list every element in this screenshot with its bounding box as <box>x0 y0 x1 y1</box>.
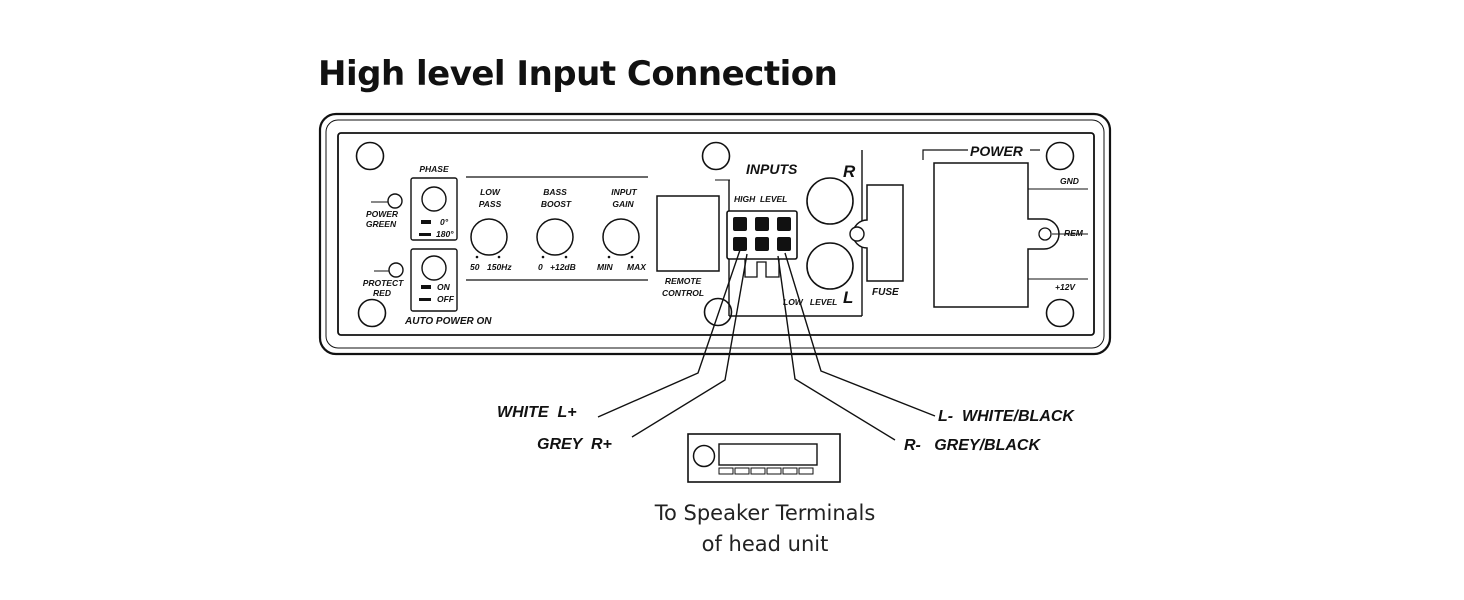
phase-label: PHASE <box>419 164 449 174</box>
input-gain-knob <box>602 218 640 256</box>
power-led <box>387 193 403 209</box>
phase-knob <box>421 186 447 212</box>
caption-line-2: of head unit <box>701 532 829 556</box>
power-led-label-1: POWER <box>366 209 399 219</box>
pin-2 <box>755 217 769 231</box>
screw-bottom-mid <box>703 297 733 327</box>
inputs-label: INPUTS <box>746 161 798 177</box>
caption-line-1: To Speaker Terminals <box>654 501 876 525</box>
head-unit-caption: To Speaker Terminals of head unit <box>600 498 930 560</box>
pin-6 <box>777 237 791 251</box>
rca-left-jack <box>806 242 854 290</box>
remote-control-port <box>656 195 720 272</box>
phase-switch-box <box>410 177 458 241</box>
pin-1 <box>733 217 747 231</box>
fuse-label: FUSE <box>872 287 899 298</box>
low-pass-max: 150Hz <box>487 262 512 272</box>
auto-power-knob <box>421 255 447 281</box>
screw-top-mid <box>701 141 731 171</box>
wire-label-white-lplus: WHITE L+ <box>497 404 577 421</box>
protect-led-label-2: RED <box>373 288 391 298</box>
right-channel-label: R <box>843 162 856 181</box>
input-gain-label-2: GAIN <box>612 199 634 209</box>
protect-led-label-1: PROTECT <box>363 278 404 288</box>
gnd-label: GND <box>1060 176 1079 186</box>
power-terminal-block <box>933 162 1060 308</box>
pin-3 <box>777 217 791 231</box>
wire-white-lplus <box>597 249 741 418</box>
wire-grey-black-rminus <box>777 255 896 441</box>
plus12v-label: +12V <box>1055 282 1076 292</box>
bass-boost-label-2: BOOST <box>541 199 572 209</box>
faceplate <box>337 132 1095 336</box>
bass-boost-max: +12dB <box>550 262 576 272</box>
rem-terminal-screw <box>1038 227 1052 241</box>
remote-control-label-2: CONTROL <box>662 288 704 298</box>
rem-label: REM <box>1064 228 1084 238</box>
head-unit-icon <box>687 433 841 483</box>
screw-bottom-left <box>357 298 387 328</box>
left-channel-label: L <box>843 288 853 307</box>
input-gain-min: MIN <box>597 262 613 272</box>
phase-180-label: 180° <box>436 229 454 239</box>
pin-5 <box>755 237 769 251</box>
auto-power-switch-box <box>410 248 458 312</box>
low-pass-label-2: PASS <box>479 199 502 209</box>
low-level-label: LOW LEVEL <box>783 297 837 307</box>
wire-label-grey-rplus: GREY R+ <box>537 436 612 453</box>
rca-right-jack <box>806 177 854 225</box>
protect-led <box>388 262 404 278</box>
power-label: POWER <box>970 143 1024 159</box>
low-pass-label-1: LOW <box>480 187 501 197</box>
pin-4 <box>733 237 747 251</box>
power-led-label-2: GREEN <box>366 219 397 229</box>
chassis-outer <box>318 112 1112 356</box>
low-pass-min: 50 <box>470 262 480 272</box>
bass-boost-knob <box>536 218 574 256</box>
wire-label-lminus: L- WHITE/BLACK <box>938 408 1075 425</box>
bass-boost-label-1: BASS <box>543 187 567 197</box>
fuse-screw <box>849 226 865 242</box>
page-title: High level Input Connection <box>318 54 838 94</box>
wire-grey-rplus <box>631 253 748 438</box>
high-level-label: HIGH LEVEL <box>734 194 787 204</box>
input-gain-max: MAX <box>627 262 647 272</box>
remote-control-label-1: REMOTE <box>665 276 702 286</box>
off-label: OFF <box>437 294 455 304</box>
screw-top-left <box>355 141 385 171</box>
screw-bottom-right <box>1045 298 1075 328</box>
wire-white-black-lminus <box>784 252 936 417</box>
phase-0-label: 0° <box>440 217 449 227</box>
on-label: ON <box>437 282 451 292</box>
input-gain-label-1: INPUT <box>611 187 637 197</box>
wire-label-rminus: R- GREY/BLACK <box>904 437 1041 454</box>
bass-boost-min: 0 <box>538 262 543 272</box>
chassis-inner <box>325 119 1105 349</box>
screw-top-right <box>1045 141 1075 171</box>
low-pass-knob <box>470 218 508 256</box>
auto-power-on-label: AUTO POWER ON <box>404 316 492 327</box>
